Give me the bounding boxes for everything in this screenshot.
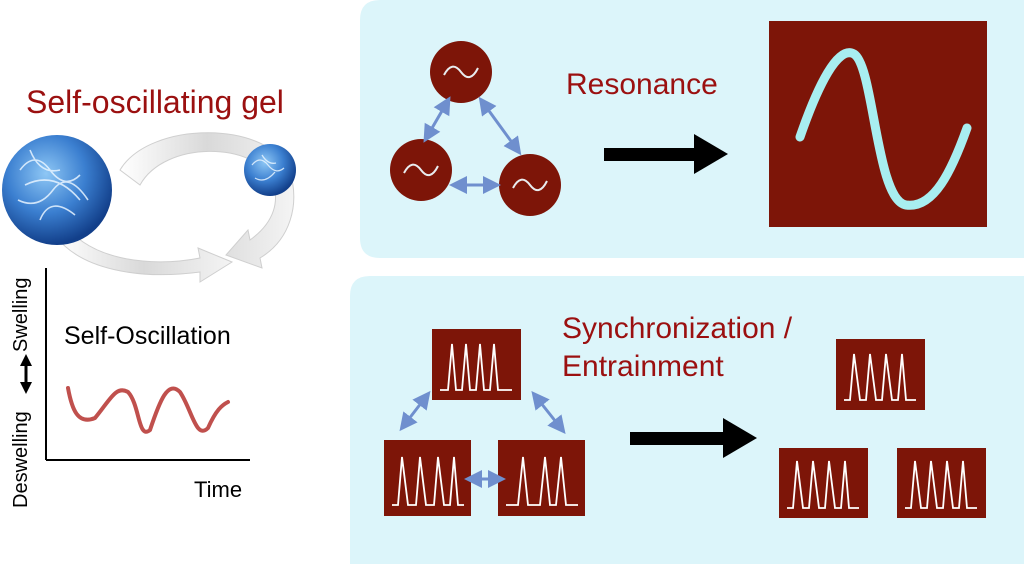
oscillator-node: [390, 139, 452, 201]
resonance-arrow: [604, 134, 728, 174]
y-label-swelling: Swelling: [10, 277, 32, 352]
spike-box: [836, 339, 925, 410]
oscillation-plot: [20, 268, 250, 461]
oscillator-network: [390, 41, 561, 216]
spike-box: [498, 440, 585, 516]
coupling-arrow: [423, 96, 451, 143]
resonance-output-box: [769, 21, 987, 227]
sync-label-line2: Entrainment: [562, 350, 724, 383]
resonance-label: Resonance: [566, 68, 718, 101]
unsynced-network: [384, 329, 585, 516]
sync-label-line1: Synchronization /: [562, 312, 793, 345]
resonance-wave: [795, 48, 972, 210]
gel-cycle-arrow: [54, 132, 295, 283]
coupling-arrow: [399, 390, 431, 432]
oscillation-curve: [66, 386, 230, 434]
spike-box: [384, 440, 471, 516]
spike-box: [897, 448, 986, 518]
coupling-arrow: [531, 390, 566, 435]
x-label-time: Time: [194, 477, 243, 502]
y-label-deswelling: Deswelling: [10, 411, 32, 508]
sync-arrow: [630, 418, 757, 458]
plot-title: Self-Oscillation: [64, 322, 231, 350]
synced-network: [779, 339, 986, 518]
spike-box: [779, 448, 868, 518]
spike-box: [432, 329, 521, 400]
gel-title: Self-oscillating gel: [26, 84, 284, 120]
swollen-gel-sphere: [2, 135, 112, 245]
shrunken-gel-sphere: [244, 144, 296, 196]
oscillator-node: [499, 154, 561, 216]
oscillator-node: [430, 41, 492, 103]
coupling-arrow: [478, 96, 522, 156]
